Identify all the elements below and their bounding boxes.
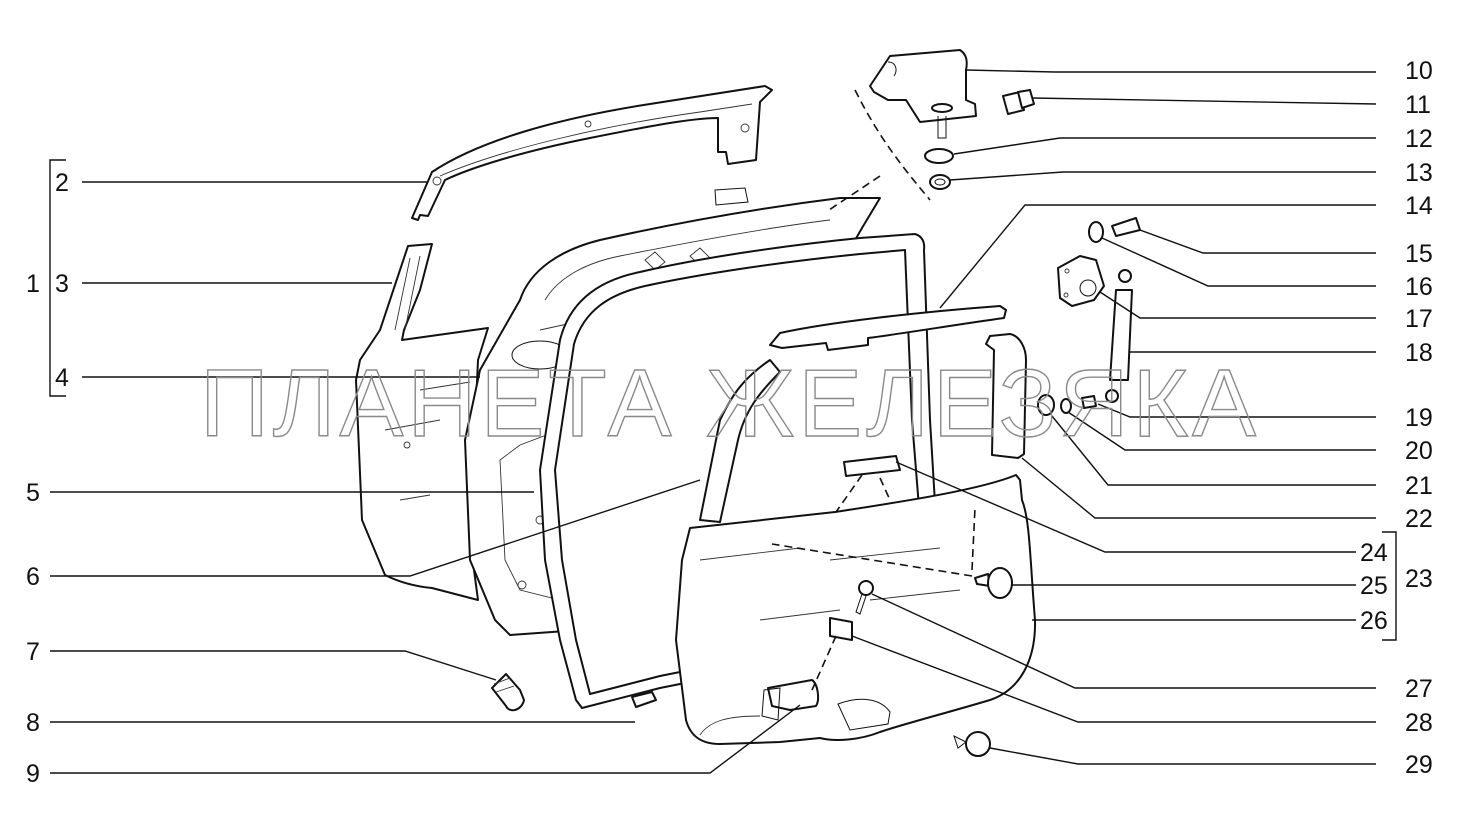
- callout-9: 9: [26, 760, 40, 788]
- callout-21: 21: [1405, 472, 1433, 500]
- part-hinge: [869, 49, 977, 139]
- callout-20: 20: [1405, 437, 1433, 465]
- callout-14: 14: [1405, 192, 1433, 220]
- part-strut-bracket: [1057, 255, 1105, 307]
- callout-labels: 1 2 3 4 5 6 7 8 9 10 11 12 13 14 15 16 1…: [26, 57, 1433, 788]
- part-pillar-trim: [699, 359, 781, 523]
- part-trim-clip: [974, 567, 1013, 599]
- callout-28: 28: [1405, 709, 1433, 737]
- callout-16: 16: [1405, 273, 1433, 301]
- callout-24: 24: [1360, 539, 1388, 567]
- callout-3: 3: [55, 270, 69, 298]
- group-label-23: 23: [1405, 565, 1433, 593]
- part-washer-12: [924, 148, 954, 164]
- callout-5: 5: [26, 479, 40, 507]
- callout-25: 25: [1360, 572, 1388, 600]
- part-upper-panel: [411, 85, 773, 221]
- part-bolt-15: [1111, 217, 1141, 237]
- part-plug-8: [631, 691, 657, 708]
- callout-7: 7: [26, 638, 40, 666]
- callout-11: 11: [1405, 91, 1431, 119]
- part-washer-20: [1060, 398, 1072, 414]
- part-nut-13: [929, 174, 951, 190]
- callout-26: 26: [1360, 607, 1388, 635]
- callout-17: 17: [1405, 305, 1433, 333]
- part-bracket-clip-28: [829, 617, 853, 641]
- part-door-trim-panel: [675, 474, 1037, 745]
- part-trim-block: [843, 455, 901, 477]
- callout-22: 22: [1405, 505, 1433, 533]
- group-label-1: 1: [26, 270, 40, 298]
- part-washer-16: [1088, 221, 1104, 243]
- bracket-assembly-1: [49, 159, 66, 397]
- watermark: ПЛАНЕТА ЖЕЛЕЗЯКА: [200, 350, 1260, 457]
- part-washer-21: [1037, 394, 1055, 416]
- callout-27: 27: [1405, 675, 1433, 703]
- callout-13: 13: [1405, 159, 1433, 187]
- callout-10: 10: [1405, 57, 1433, 85]
- callout-18: 18: [1405, 339, 1433, 367]
- callout-6: 6: [26, 563, 40, 591]
- callout-29: 29: [1405, 751, 1433, 779]
- part-screw-27: [855, 580, 874, 615]
- part-bump-stop-7: [491, 673, 525, 712]
- part-ball-pin-19: [1081, 395, 1097, 409]
- part-handle-bezel: [761, 679, 820, 721]
- callout-19: 19: [1405, 404, 1433, 432]
- callout-15: 15: [1405, 240, 1433, 268]
- assembly-arrows: [771, 89, 976, 691]
- part-upper-trim-strip: [769, 305, 1007, 351]
- part-gas-strut: [1105, 269, 1133, 403]
- leader-lines: [50, 69, 1377, 774]
- part-push-clip-29: [953, 731, 991, 757]
- callout-8: 8: [26, 709, 40, 737]
- bracket-assembly-23: [1382, 531, 1397, 641]
- callout-2: 2: [55, 169, 69, 197]
- part-hinge-bolt: [1002, 89, 1035, 115]
- callout-4: 4: [55, 364, 69, 392]
- callout-12: 12: [1405, 125, 1433, 153]
- part-side-trim: [985, 333, 1027, 459]
